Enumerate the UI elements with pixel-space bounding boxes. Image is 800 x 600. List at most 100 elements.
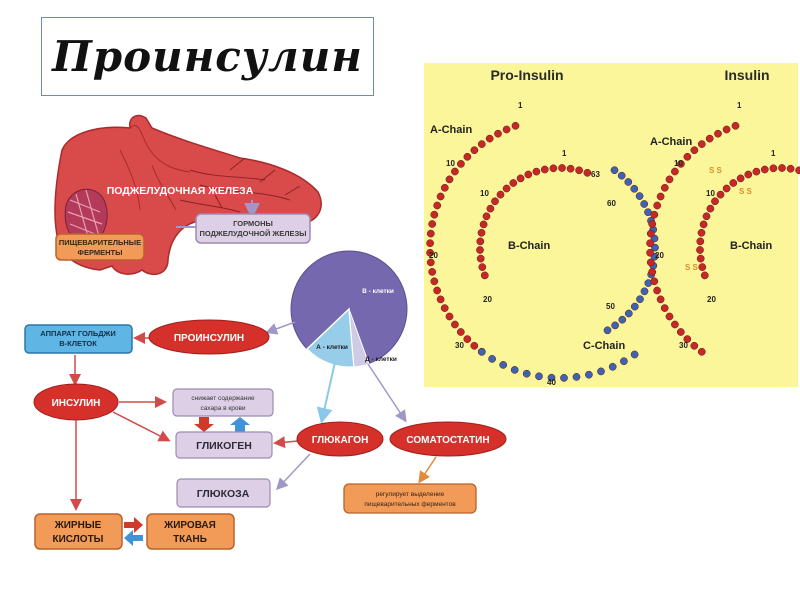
- ins-a-chain-bead: [690, 341, 699, 350]
- pro-a-chain-bead: [433, 201, 442, 210]
- ins-b-chain-bead: [729, 179, 738, 187]
- ins-b-chain-bead: [769, 164, 778, 173]
- ins-a-chain-bead: [683, 335, 692, 343]
- pro-c-chain-bead: [640, 200, 649, 208]
- pro-b-chain-bead: [476, 246, 484, 254]
- pro-c-63: 63: [591, 170, 600, 179]
- pro-a-chain-bead: [440, 183, 449, 192]
- ins-b-chain-bead: [696, 246, 704, 254]
- pro-c-chain-bead: [572, 373, 581, 381]
- pro-b-chain-bead: [477, 228, 486, 237]
- ins-a-chain-bead: [690, 146, 699, 155]
- ins-b-chain-bead: [778, 164, 786, 172]
- pro-a-chain-bead: [430, 277, 439, 286]
- bead-chains: [426, 121, 800, 382]
- pancreas-label: ПОДЖЕЛУДОЧНАЯ ЖЕЛЕЗА: [107, 185, 254, 197]
- pro-b-chain-bead: [558, 164, 566, 172]
- ins-b-chain-bead: [722, 184, 731, 193]
- pro-c-chain-bead: [522, 369, 531, 378]
- pro-c-chain-bead: [488, 355, 496, 363]
- adipose-tissue-box: [146, 513, 235, 550]
- glucose-box: [176, 478, 271, 508]
- ins-b-chain-bead: [736, 174, 745, 183]
- proinsulin-oval: [148, 319, 270, 355]
- pro-c-chain-bead: [547, 373, 556, 382]
- ins-b-chain-bead: [699, 220, 708, 229]
- pro-c-chain-bead: [624, 309, 633, 318]
- ins-a-chain-bead: [665, 312, 674, 321]
- golgi-box: [24, 324, 133, 354]
- insulin-structure-title: Insulin: [724, 67, 769, 83]
- pie-slice-d-cells: [348, 308, 370, 368]
- sugar-box: [172, 388, 274, 417]
- down-block-arrow: [194, 417, 214, 432]
- ins-b-chain-bead: [698, 263, 707, 271]
- ins-b-chain-bead: [786, 164, 795, 173]
- hormones-label-2: ПОДЖЕЛУДОЧНОЙ ЖЕЛЕЗЫ: [199, 229, 306, 238]
- pie-slice-a-cells: [305, 307, 355, 368]
- somatostatin-label: СОМАТОСТАТИН: [406, 435, 489, 446]
- ins-b-chain-bead: [752, 167, 761, 176]
- ins-a-30: 30: [679, 341, 688, 350]
- ins-b-chain-bead: [795, 166, 800, 175]
- adipose-label-2: ТКАНЬ: [173, 534, 207, 545]
- pro-c-chain-bead: [499, 361, 508, 369]
- pro-b-chain-bead: [575, 166, 583, 175]
- ins-a-chain-bead: [646, 258, 655, 267]
- fatty-acids-label-2: КИСЛОТЫ: [53, 534, 104, 545]
- pro-c-chain-bead: [617, 171, 626, 180]
- pro-a-chain-bead: [445, 175, 454, 184]
- pro-c-chain-bead: [610, 166, 619, 175]
- ins-a-chain-bead: [705, 134, 714, 143]
- ins-a-chain-bead: [671, 320, 679, 329]
- fatty-acids-label-1: ЖИРНЫЕ: [54, 520, 102, 531]
- pro-a-chain-bead: [426, 239, 434, 248]
- pro-c-50: 50: [606, 302, 615, 311]
- pro-b-chain-bead: [549, 164, 558, 173]
- pro-b-chain-bead: [486, 204, 495, 213]
- ins-a-chain-bead: [653, 286, 661, 295]
- pro-a-chain-bead: [436, 192, 445, 201]
- pro-c-chain-bead: [597, 367, 605, 376]
- ins-b-chain-bead: [711, 197, 719, 206]
- pro-a-chain-bead: [426, 258, 435, 267]
- pro-c-chain-bead: [618, 315, 627, 324]
- hormones-label-1: ГОРМОНЫ: [233, 219, 273, 228]
- left-block-arrow: [124, 530, 143, 546]
- pro-b-chain-bead: [496, 190, 505, 199]
- pro-c-chain-bead: [624, 178, 633, 186]
- pro-c-chain-bead: [630, 302, 639, 311]
- sugar-label-1: снижает содержание: [191, 395, 255, 402]
- pro-a-chain-bead: [440, 304, 449, 312]
- pro-a-chain-bead: [485, 134, 494, 143]
- pro-b-chain-bead: [482, 212, 491, 221]
- glucagon-oval: [296, 421, 384, 457]
- pro-c-chain-label: C-Chain: [583, 340, 625, 352]
- disulfide-label-3: S S: [685, 263, 699, 272]
- ins-a-chain-bead: [722, 125, 731, 134]
- pro-c-chain-bead: [630, 184, 639, 193]
- ins-a-chain-bead: [714, 129, 722, 138]
- glycogen-label: ГЛИКОГЕН: [196, 440, 252, 452]
- disulfide-label-1: S S: [709, 166, 723, 175]
- ins-a-20: 20: [655, 251, 664, 260]
- ins-a-chain-bead: [731, 121, 740, 130]
- islet-cells-pie: В - клетки А - клетки Д - клетки: [290, 250, 408, 368]
- pro-a-10: 10: [446, 159, 455, 168]
- ins-a-chain-bead: [697, 347, 706, 356]
- ins-a-chain-bead: [646, 248, 654, 257]
- pro-c-chain-bead: [640, 287, 649, 296]
- pro-b-1: 1: [562, 149, 567, 158]
- pro-b-chain-bead: [476, 237, 485, 246]
- pro-b-chain-bead: [478, 263, 487, 271]
- pro-a-chain-bead: [445, 312, 454, 321]
- ins-b-chain-bead: [744, 170, 753, 179]
- pro-a-chain-bead: [494, 129, 502, 138]
- pro-a-chain-bead: [456, 328, 465, 336]
- ins-a-chain-bead: [648, 268, 657, 276]
- pro-c-60: 60: [607, 199, 616, 208]
- ins-b-chain-bead: [760, 165, 769, 174]
- pro-b-chain-bead: [509, 179, 518, 187]
- proinsulin-label: ПРОИНСУЛИН: [174, 333, 244, 344]
